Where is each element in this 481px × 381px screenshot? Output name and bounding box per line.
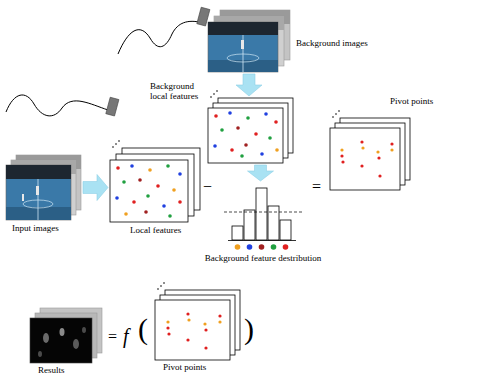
stack-label: Background feature destribution [203,253,323,263]
pivot-stack: Pivot points [155,290,240,360]
block-arrow [248,165,274,181]
feature-frame-stack [110,140,200,222]
result-image-stack [30,308,102,363]
math-symbol: ) [244,314,254,344]
math-symbol: ( [138,314,148,344]
math-symbol: − [203,179,212,195]
stack-label: Input images [12,223,59,233]
feature-frame-stack [208,90,293,163]
block-arrow [236,74,262,96]
pivot-frame-stack [155,282,240,360]
feature-stack: Local features [110,148,200,222]
math-symbol: = [108,329,117,345]
image-stack: Input images [6,155,81,220]
camera-icon [106,97,119,116]
stack-label: Background local features [150,81,206,101]
stack-label: Pivot points [390,96,433,106]
stack-label: Background images [296,38,368,48]
stack-label: Results [38,365,65,375]
math-symbol: f [123,326,129,346]
stack-label: Local features [130,225,181,235]
feature-stack: Background local features [208,98,293,163]
stack-label: Pivot points [163,362,206,372]
camera-path [6,95,108,116]
pivot-stack: Pivot points [330,118,410,190]
camera-path [118,21,199,54]
image-stack: Background images [208,10,290,72]
math-symbol: = [312,179,321,195]
pivot-frame-stack [330,110,410,190]
background-image-stack [208,10,290,72]
histogram-node: Background feature destribution [228,183,298,250]
histogram [224,188,302,250]
image-stack: Results [30,308,102,363]
block-arrow [83,175,108,201]
input-image-stack [6,155,81,220]
